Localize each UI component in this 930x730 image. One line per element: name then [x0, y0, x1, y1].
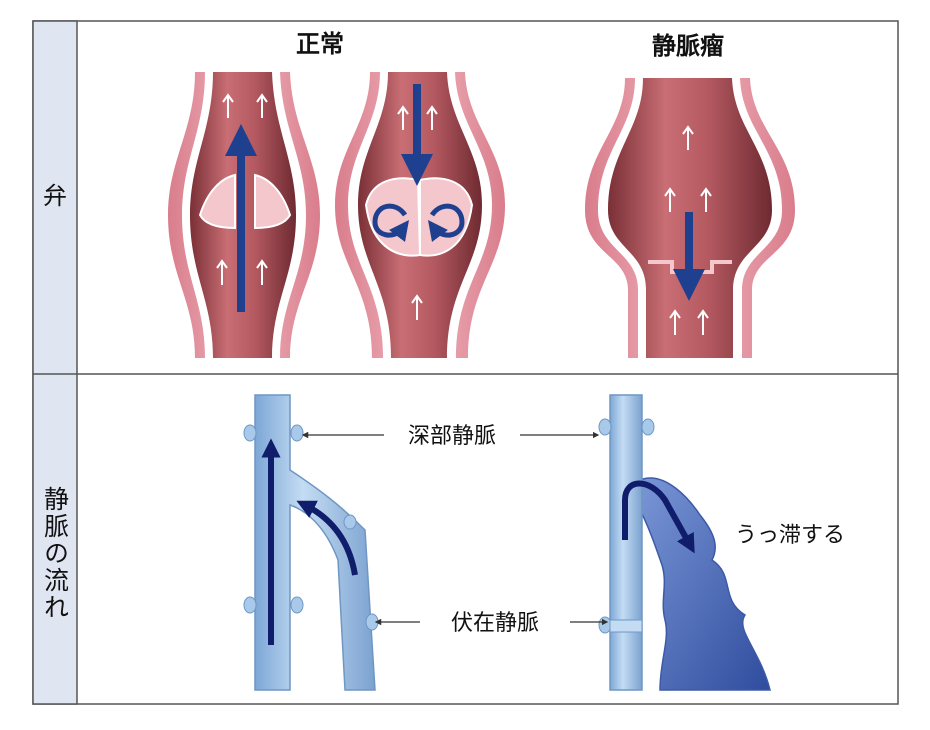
callout-deep-vein: 深部静脈: [408, 424, 496, 449]
callout-stagnation: うっ滞する: [735, 523, 845, 548]
eddy-arrow: [372, 203, 410, 243]
small-up-arrows: [664, 125, 712, 335]
heading-normal: 正常: [296, 30, 344, 58]
varicose-vein-flow: [598, 394, 771, 691]
normal-valve-open: [168, 72, 320, 358]
small-up-arrows: [216, 93, 268, 285]
normal-vein-flow: [243, 394, 379, 691]
heading-varicose: 静脈瘤: [652, 32, 724, 60]
row-label-valve: 弁: [43, 182, 67, 210]
row-label-column: [32, 20, 78, 705]
eddy-arrow: [427, 203, 465, 243]
saphenous-flow-arrow: [296, 500, 358, 576]
varicose-valve: [585, 78, 795, 358]
pooled-blood: [639, 477, 771, 691]
small-up-arrows: [397, 105, 438, 320]
callout-lines: [301, 431, 609, 626]
callout-saphenous-vein: 伏在静脈: [451, 611, 539, 636]
row-label-flow: 静脈の流れ: [41, 486, 70, 621]
reflux-flow-arrow: [622, 480, 695, 554]
normal-valve-closed: [335, 72, 505, 358]
